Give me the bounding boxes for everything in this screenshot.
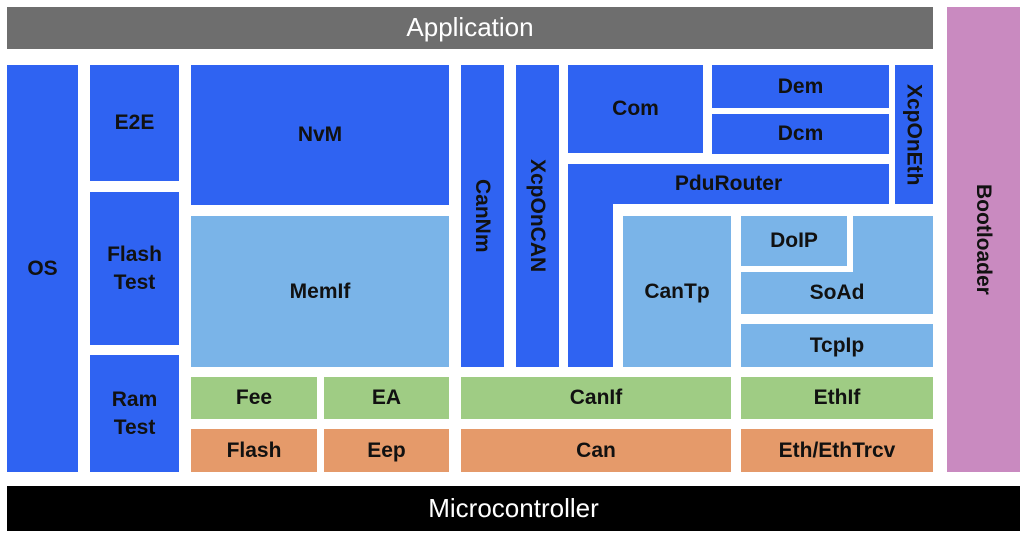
pdurouter-label: PduRouter — [674, 172, 783, 196]
nvm-label: NvM — [297, 123, 343, 147]
tcpip-label: TcpIp — [809, 333, 865, 357]
xcponeth-module: XcpOnEth — [895, 65, 933, 204]
cantp-module: CanTp — [623, 216, 731, 367]
xcponeth-label: XcpOnEth — [902, 83, 926, 186]
flash-test-module: Flash Test — [90, 192, 179, 345]
doip-module: DoIP — [741, 216, 847, 266]
ea-label: EA — [371, 386, 402, 410]
tcpip-module: TcpIp — [741, 324, 933, 367]
eth-ethtrcv-module: Eth/EthTrcv — [741, 429, 933, 472]
bootloader-label: Bootloader — [972, 184, 996, 295]
application-layer: Application — [7, 7, 933, 49]
pdurouter-module-leg — [568, 204, 613, 367]
ea-module: EA — [324, 377, 449, 419]
bootloader-block: Bootloader — [947, 7, 1020, 472]
e2e-label: E2E — [114, 111, 155, 135]
xcponcan-label: XcpOnCAN — [526, 159, 550, 273]
cannm-module: CanNm — [461, 65, 504, 367]
canif-label: CanIf — [569, 386, 623, 410]
xcponcan-module: XcpOnCAN — [516, 65, 559, 367]
nvm-module: NvM — [191, 65, 449, 205]
com-label: Com — [612, 97, 659, 121]
eep-module: Eep — [324, 429, 449, 472]
soad-module-upper — [853, 216, 933, 274]
application-label: Application — [406, 12, 534, 43]
os-label: OS — [27, 256, 58, 280]
cannm-label: CanNm — [471, 179, 495, 253]
can-module: Can — [461, 429, 731, 472]
flash-label: Flash — [226, 438, 282, 462]
can-label: Can — [576, 438, 616, 462]
eth-ethtrcv-label: Eth/EthTrcv — [778, 438, 896, 462]
dem-label: Dem — [777, 74, 824, 98]
eep-label: Eep — [367, 438, 406, 462]
soad-label: SoAd — [809, 281, 865, 305]
e2e-module: E2E — [90, 65, 179, 181]
ethif-label: EthIf — [813, 386, 861, 410]
fee-module: Fee — [191, 377, 317, 419]
microcontroller-layer: Microcontroller — [7, 486, 1020, 531]
ram-test-module: Ram Test — [90, 355, 179, 472]
memif-module: MemIf — [191, 216, 449, 367]
com-module: Com — [568, 65, 703, 153]
fee-label: Fee — [235, 386, 273, 410]
flash-module: Flash — [191, 429, 317, 472]
doip-label: DoIP — [770, 229, 818, 253]
ethif-module: EthIf — [741, 377, 933, 419]
dcm-label: Dcm — [777, 122, 824, 146]
os-module: OS — [7, 65, 78, 472]
cantp-label: CanTp — [644, 279, 710, 303]
flash-test-label: Flash Test — [107, 243, 162, 294]
soad-module: SoAd — [741, 272, 933, 314]
pdurouter-module: PduRouter — [568, 164, 889, 204]
ram-test-label: Ram Test — [111, 388, 158, 439]
canif-module: CanIf — [461, 377, 731, 419]
dem-module: Dem — [712, 65, 889, 108]
microcontroller-label: Microcontroller — [428, 492, 599, 523]
dcm-module: Dcm — [712, 114, 889, 154]
memif-label: MemIf — [289, 279, 351, 303]
